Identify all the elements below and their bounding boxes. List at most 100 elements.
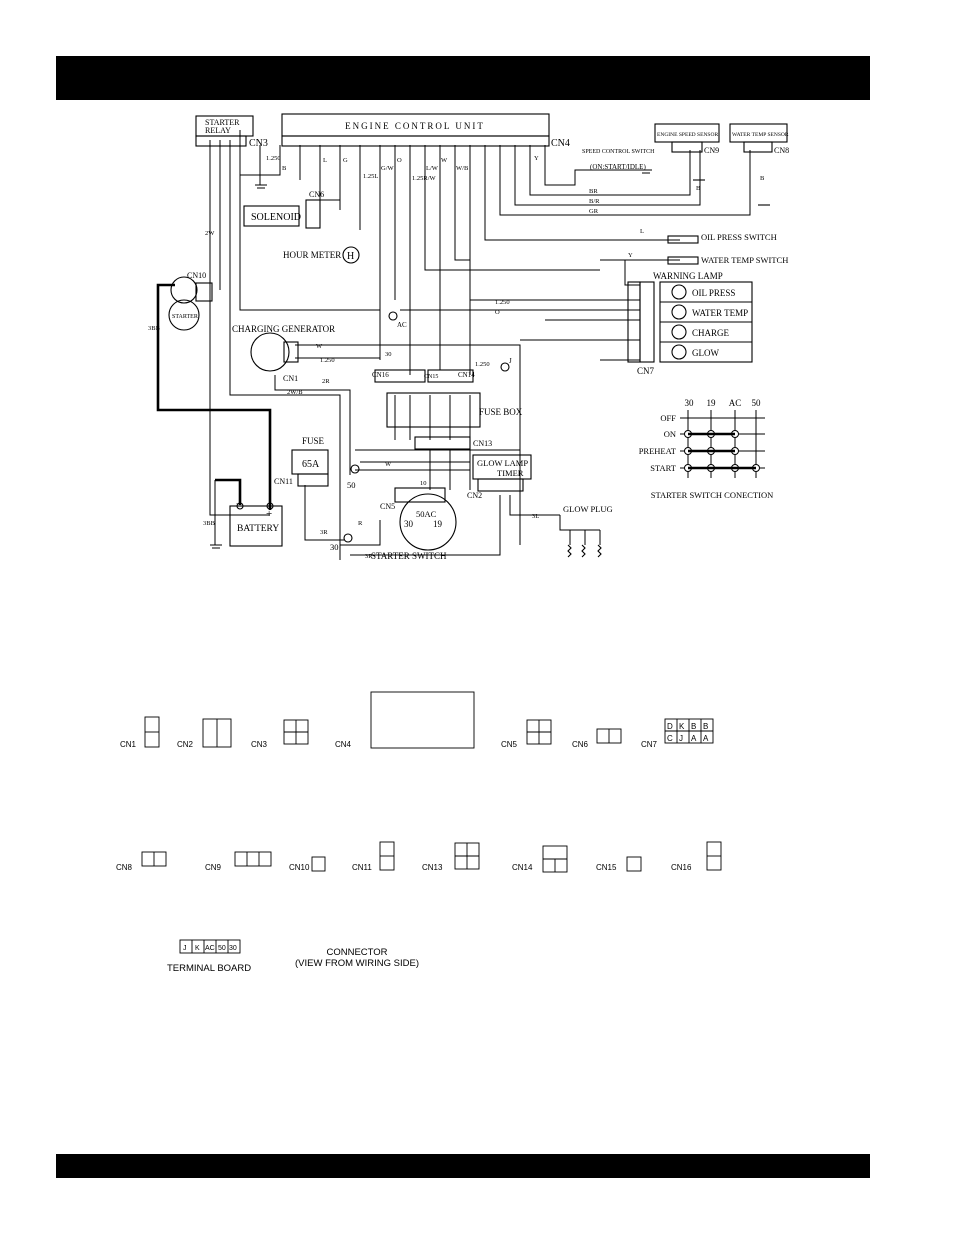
cn7-cell: D: [667, 722, 673, 731]
wire-label: 3L: [532, 513, 539, 520]
wire-label: L: [640, 228, 644, 235]
speed-switch-mode: (ON:START/IDLE): [590, 163, 646, 171]
oil-press-switch-label: OIL PRESS SWITCH: [701, 232, 777, 242]
lamp-charge: CHARGE: [692, 328, 730, 338]
ecu-pins: [281, 135, 550, 147]
cn14-label: CN14: [458, 371, 475, 379]
cn1-view-label: CN1: [120, 740, 137, 749]
cn7-cell: J: [679, 734, 683, 743]
ss-terminal-50ac: 50AC: [416, 509, 437, 519]
cn5-label: CN5: [380, 502, 395, 511]
ssc-row-preheat: PREHEAT: [639, 446, 677, 456]
terminal-j-label: J: [509, 357, 512, 365]
cn8-label: CN8: [774, 146, 789, 155]
cn7-view-label: CN7: [641, 740, 658, 749]
battery-minus: −: [236, 499, 242, 510]
cn8-view-label: CN8: [116, 863, 133, 872]
terminal-board-cell: AC: [205, 945, 215, 952]
wires: [209, 130, 751, 560]
glow-lamp: [671, 344, 687, 360]
lamp-glow: GLOW: [692, 348, 719, 358]
cn11-label: CN11: [274, 477, 293, 486]
cn16-label: CN16: [372, 371, 389, 379]
wire-label: 1.25R/W: [412, 175, 437, 182]
battery-plus: +: [266, 508, 272, 520]
solenoid-box: [243, 205, 300, 227]
footer-bar: [56, 1154, 870, 1178]
wire-label: 1.250: [266, 155, 281, 162]
cn3-label: CN3: [249, 138, 268, 149]
wire-label: W/B: [456, 165, 469, 172]
cn2-view-label: CN2: [177, 740, 194, 749]
connector-note-line1: CONNECTOR: [326, 947, 387, 958]
ssc-row-start: START: [650, 463, 677, 473]
cn16-view-label: CN16: [671, 863, 692, 872]
wire-label: L: [323, 157, 327, 164]
wire-label: 10: [420, 480, 427, 487]
wire-label: G: [343, 157, 348, 164]
wire-label: B: [760, 175, 765, 182]
wire-label: 2W: [205, 230, 215, 237]
wire-label: O: [495, 309, 500, 316]
ss-terminal-19: 19: [433, 519, 443, 529]
charging-generator: [250, 332, 290, 372]
glow-lamp-timer-line1: GLOW LAMP: [477, 458, 528, 468]
ecu-title: ENGINE CONTROL UNIT: [345, 121, 485, 131]
cn7-cell: A: [691, 734, 697, 743]
cn10-label: CN10: [187, 271, 206, 280]
connector-views: [141, 691, 722, 954]
hour-meter-symbol: H: [347, 251, 354, 262]
cn1-label: CN1: [283, 374, 298, 383]
terminal-50-label: 50: [347, 480, 356, 490]
water-temp-sensor-label: WATER TEMP SENSOR: [732, 132, 789, 138]
cn13-label: CN13: [473, 439, 492, 448]
cn7-block: [627, 281, 641, 363]
cn15-label: CN15: [424, 374, 438, 380]
water-temp-switch-label: WATER TEMP SWITCH: [701, 255, 788, 265]
fuse-box: [386, 392, 481, 428]
terminal-board-cell: J: [183, 945, 187, 952]
fuse-label: FUSE: [302, 436, 325, 446]
cn7-cell: A: [703, 734, 709, 743]
starter-switch-matrix: [680, 410, 765, 478]
wire-label: 3R: [365, 553, 373, 560]
warning-lamp-label: WARNING LAMP: [653, 271, 723, 281]
terminal-30-label: 30: [330, 542, 339, 552]
battery-label: BATTERY: [237, 524, 279, 534]
solenoid-label: SOLENOID: [251, 212, 301, 223]
ssc-col-ac: AC: [729, 398, 742, 408]
terminal-board-cell: K: [195, 945, 200, 952]
starter-motor: [168, 299, 200, 331]
wire-label: 1.250: [475, 361, 490, 368]
cn2-label: CN2: [467, 491, 482, 500]
terminal-board-cell: 30: [229, 945, 237, 952]
cn11-view-label: CN11: [352, 863, 372, 872]
wire-label: BR: [589, 188, 598, 195]
ssc-col-30: 30: [685, 398, 695, 408]
fuse-box-label: FUSE BOX: [479, 407, 523, 417]
cn7-cell: C: [667, 734, 673, 743]
fuse-rating: 65A: [302, 459, 320, 470]
wire-label: O: [397, 157, 402, 164]
ssc-title: STARTER SWITCH CONECTION: [651, 490, 774, 500]
wire-label: 1.25L: [363, 173, 378, 180]
glow-plugs: [567, 544, 602, 558]
wire-label: 2W/B: [287, 389, 303, 396]
ssc-col-50: 50: [752, 398, 762, 408]
glow-lamp-timer-line2: TIMER: [497, 468, 524, 478]
cn9-view-label: CN9: [205, 863, 222, 872]
header-bar: [56, 56, 870, 100]
cn9-label: CN9: [704, 146, 719, 155]
starter-switch-label: STARTER SWITCH: [371, 551, 447, 561]
starter-label: STARTER: [172, 314, 198, 320]
cn4-label: CN4: [551, 138, 570, 149]
wire-label: R: [358, 520, 363, 527]
wire-label: W: [316, 343, 323, 350]
battery-box: [229, 505, 283, 547]
wire-label: Y: [628, 252, 633, 259]
cn7-label: CN7: [637, 366, 655, 376]
terminal-board-view: [179, 939, 241, 954]
cn7-cell: B: [703, 722, 708, 731]
wire-label: 3BB: [148, 325, 161, 332]
engine-speed-sensor-label: ENGINE SPEED SENSOR: [657, 132, 718, 138]
